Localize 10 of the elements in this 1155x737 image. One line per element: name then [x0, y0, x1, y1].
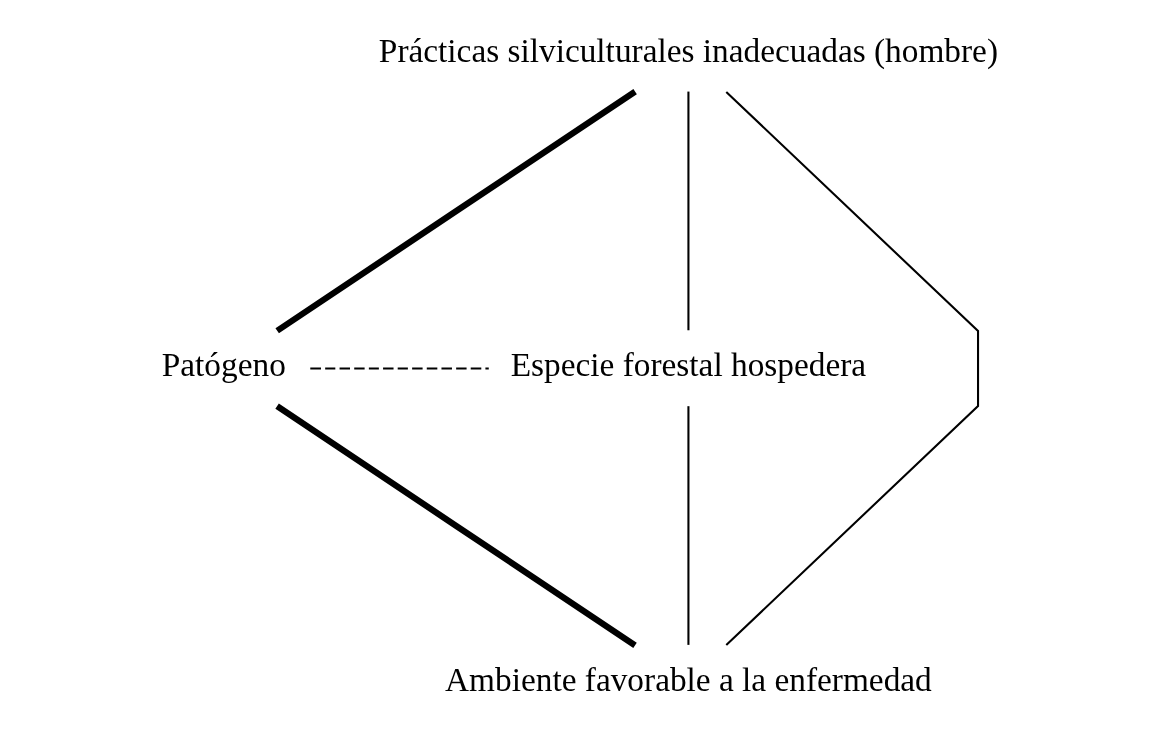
connector [274, 89, 637, 334]
node-text: Especie forestal hospedera [510, 346, 866, 384]
connector [274, 403, 637, 648]
node-text: Ambiente favorable a la enfermedad [444, 661, 932, 699]
node-text: Prácticas silviculturales inadecuadas (hombre) [378, 31, 998, 69]
connector [686, 91, 689, 331]
node-text: Patógeno [161, 346, 286, 384]
connector [686, 406, 689, 645]
connector [309, 367, 489, 370]
connector [725, 91, 979, 646]
